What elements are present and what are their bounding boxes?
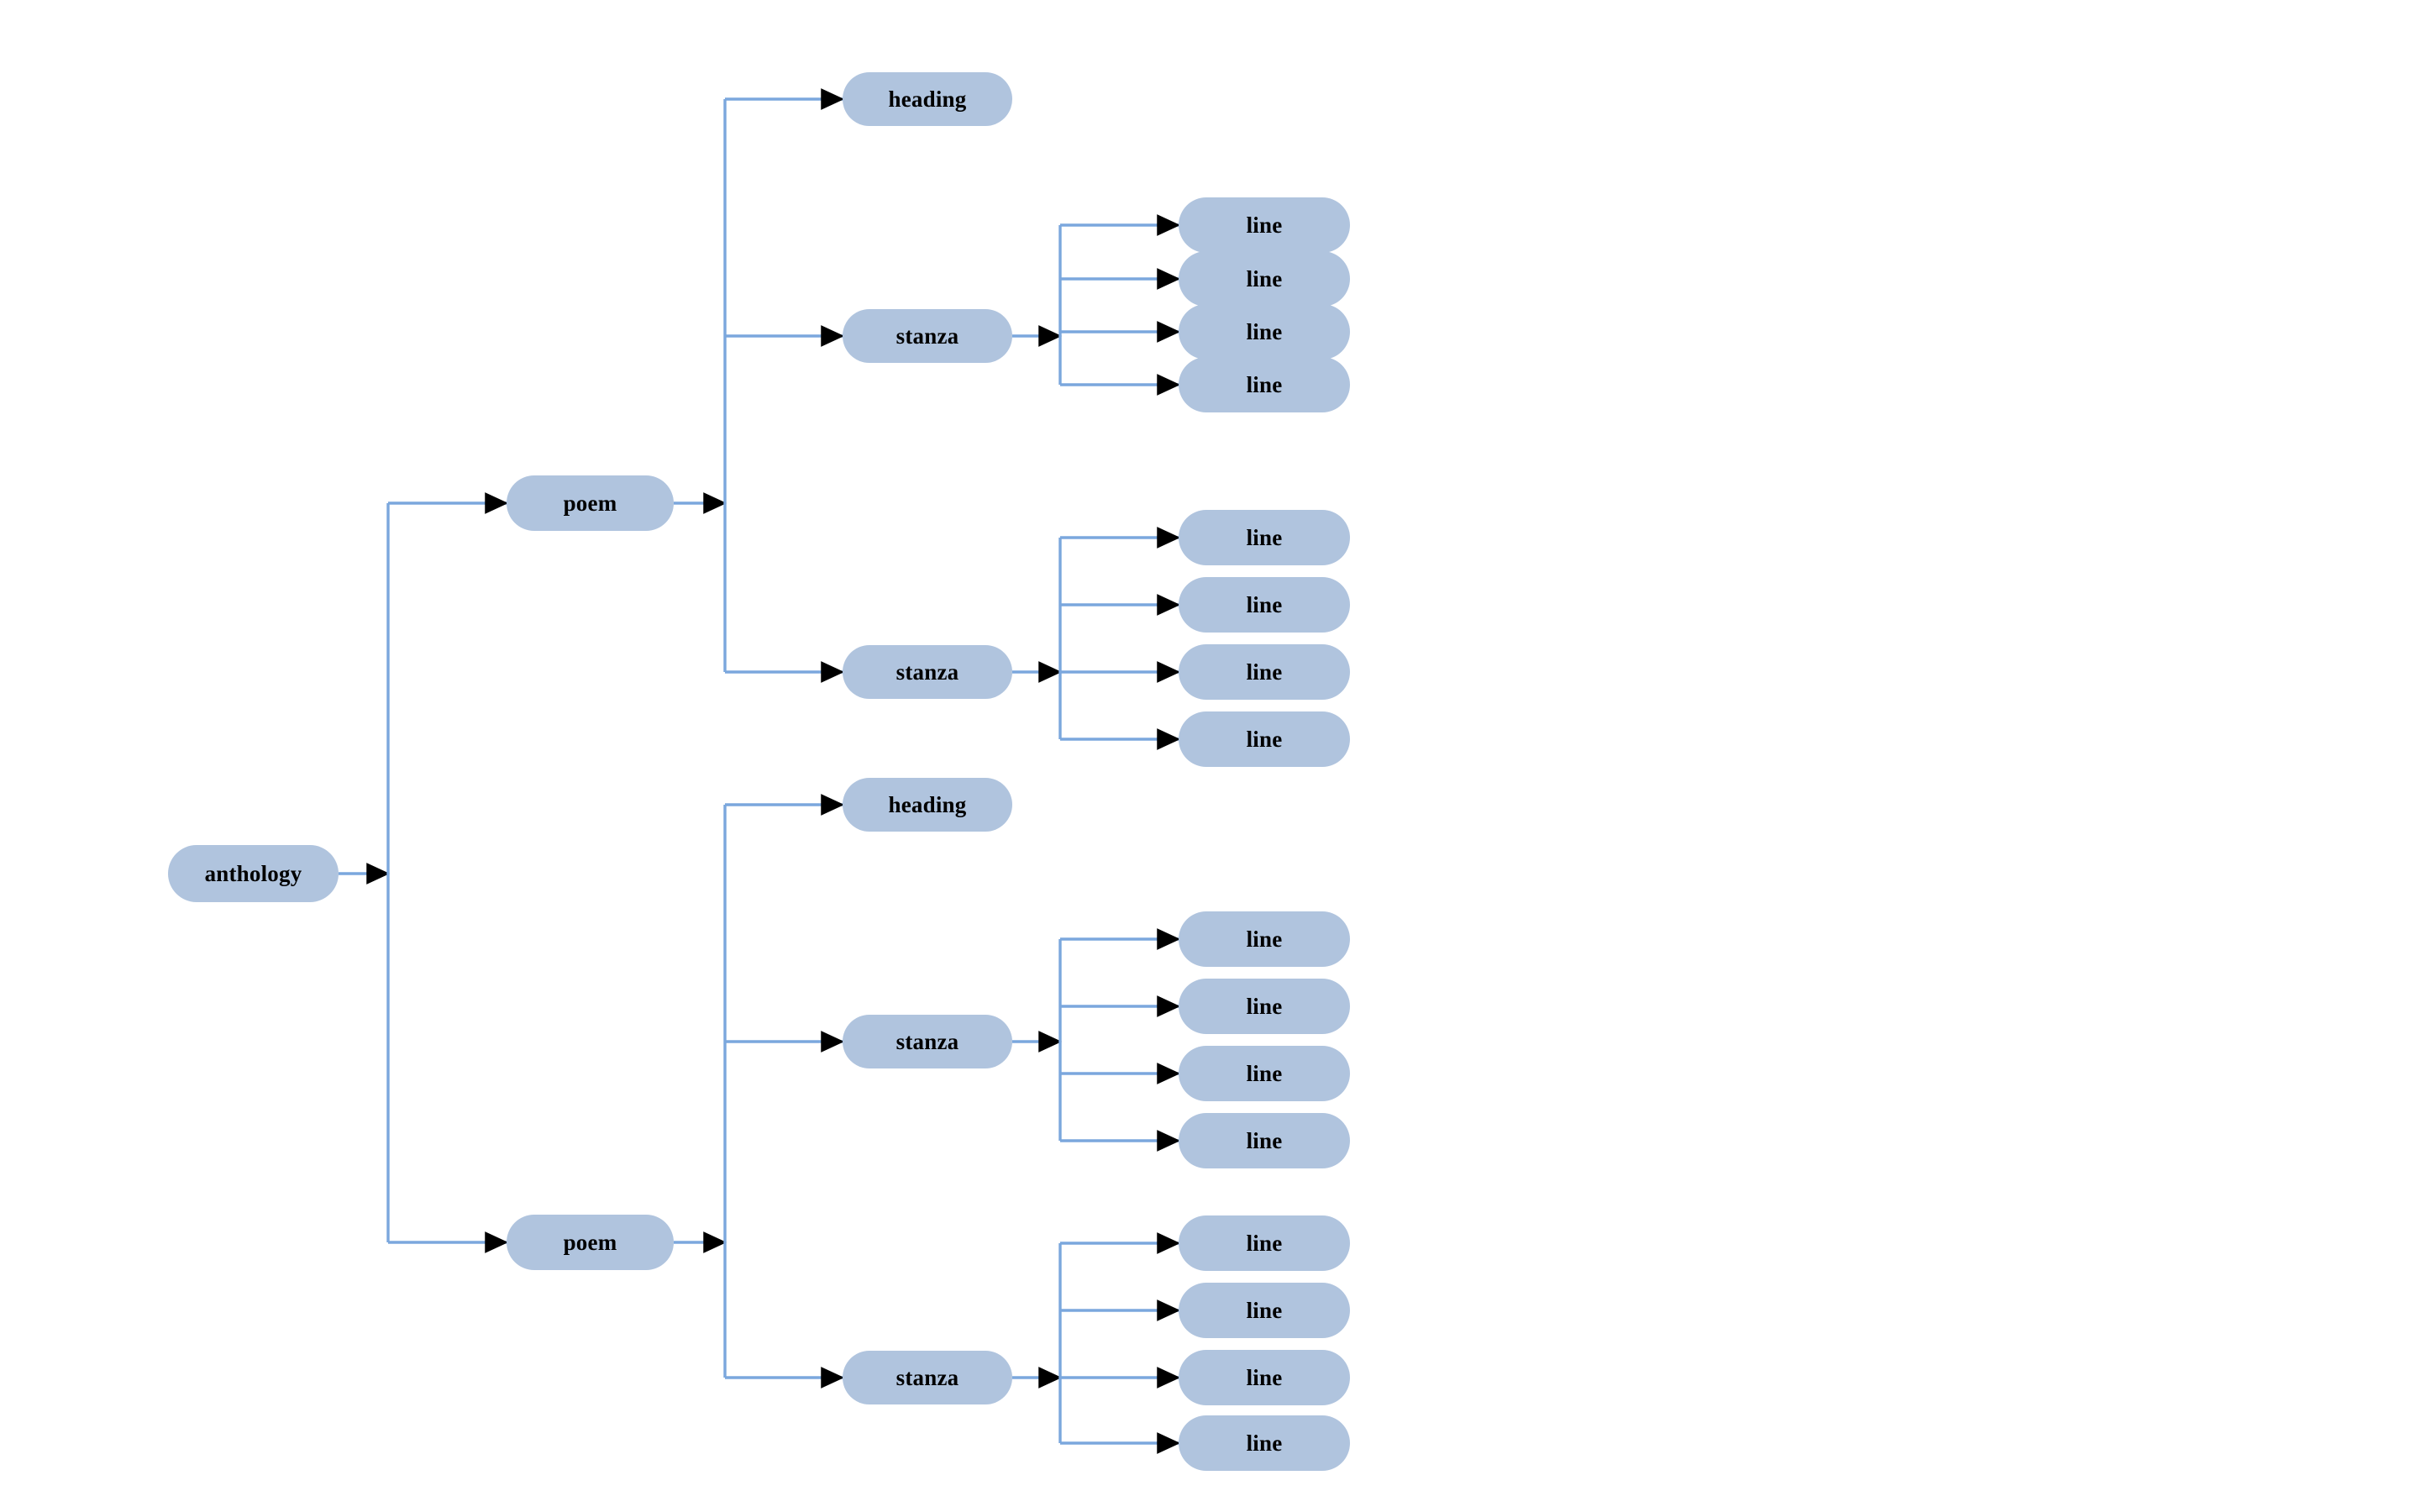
node-line-label: line bbox=[1246, 1297, 1283, 1323]
node-line-3-2[interactable]: line bbox=[1179, 979, 1350, 1034]
node-line-label: line bbox=[1246, 1430, 1283, 1456]
node-stanza-2b-label: stanza bbox=[895, 1364, 959, 1390]
node-stanza-2b[interactable]: stanza bbox=[843, 1351, 1012, 1404]
node-heading-2-label: heading bbox=[888, 791, 967, 817]
node-stanza-1b[interactable]: stanza bbox=[843, 645, 1012, 699]
node-line-2-4[interactable]: line bbox=[1179, 711, 1350, 767]
node-stanza-2a[interactable]: stanza bbox=[843, 1015, 1012, 1068]
node-line-4-1[interactable]: line bbox=[1179, 1215, 1350, 1271]
node-line-label: line bbox=[1246, 1060, 1283, 1086]
node-stanza-1a[interactable]: stanza bbox=[843, 309, 1012, 363]
node-line-label: line bbox=[1246, 1127, 1283, 1153]
node-line-2-2[interactable]: line bbox=[1179, 577, 1350, 633]
node-line-1-1[interactable]: line bbox=[1179, 197, 1350, 253]
node-line-label: line bbox=[1246, 524, 1283, 550]
node-poem-2-label: poem bbox=[563, 1229, 617, 1255]
node-line-1-3[interactable]: line bbox=[1179, 304, 1350, 360]
node-line-4-3[interactable]: line bbox=[1179, 1350, 1350, 1405]
node-line-label: line bbox=[1246, 591, 1283, 617]
node-line-label: line bbox=[1246, 212, 1283, 238]
node-line-label: line bbox=[1246, 1230, 1283, 1256]
node-line-1-2[interactable]: line bbox=[1179, 251, 1350, 307]
node-stanza-1b-label: stanza bbox=[895, 659, 959, 685]
node-line-2-3[interactable]: line bbox=[1179, 644, 1350, 700]
node-line-4-2[interactable]: line bbox=[1179, 1283, 1350, 1338]
node-line-3-1[interactable]: line bbox=[1179, 911, 1350, 967]
node-line-label: line bbox=[1246, 659, 1283, 685]
node-stanza-2a-label: stanza bbox=[895, 1028, 959, 1054]
node-poem-1[interactable]: poem bbox=[507, 475, 674, 531]
node-line-label: line bbox=[1246, 726, 1283, 752]
node-heading-1[interactable]: heading bbox=[843, 72, 1012, 126]
node-line-2-1[interactable]: line bbox=[1179, 510, 1350, 565]
node-line-label: line bbox=[1246, 926, 1283, 952]
node-line-3-4[interactable]: line bbox=[1179, 1113, 1350, 1168]
node-line-4-4[interactable]: line bbox=[1179, 1415, 1350, 1471]
node-line-label: line bbox=[1246, 265, 1283, 291]
node-anthology[interactable]: anthology bbox=[168, 845, 339, 902]
node-line-label: line bbox=[1246, 1364, 1283, 1390]
node-line-label: line bbox=[1246, 371, 1283, 397]
node-stanza-1a-label: stanza bbox=[895, 323, 959, 349]
node-heading-1-label: heading bbox=[888, 86, 967, 112]
node-line-3-3[interactable]: line bbox=[1179, 1046, 1350, 1101]
node-line-1-4[interactable]: line bbox=[1179, 357, 1350, 412]
node-anthology-label: anthology bbox=[204, 860, 302, 886]
node-line-label: line bbox=[1246, 993, 1283, 1019]
node-poem-1-label: poem bbox=[563, 490, 617, 516]
node-heading-2[interactable]: heading bbox=[843, 778, 1012, 832]
node-poem-2[interactable]: poem bbox=[507, 1215, 674, 1270]
node-line-label: line bbox=[1246, 318, 1283, 344]
